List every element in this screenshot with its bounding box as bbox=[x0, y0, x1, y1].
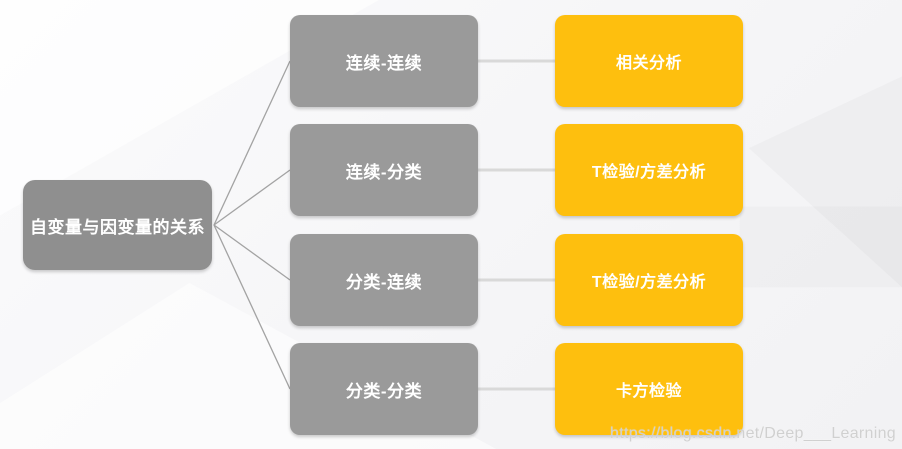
method-node-ttest-anova-1: T检验/方差分析 bbox=[555, 124, 743, 216]
diagonal-lines bbox=[213, 60, 291, 390]
root-node: 自变量与因变量的关系 bbox=[23, 180, 212, 270]
pair-node-continuous-categorical: 连续-分类 bbox=[290, 124, 478, 216]
method-node-correlation: 相关分析 bbox=[555, 15, 743, 107]
pair-node-label: 分类-连续 bbox=[345, 272, 423, 292]
method-node-ttest-anova-2: T检验/方差分析 bbox=[555, 234, 743, 326]
pair-node-label: 分类-分类 bbox=[345, 381, 423, 401]
pair-node-continuous-continuous: 连续-连续 bbox=[290, 15, 478, 107]
method-node-label: 相关分析 bbox=[615, 55, 682, 72]
pair-node-categorical-continuous: 分类-连续 bbox=[290, 234, 478, 326]
method-node-chisquare: 卡方检验 bbox=[555, 343, 743, 435]
method-node-label: 卡方检验 bbox=[615, 383, 682, 400]
root-node-label: 自变量与因变量的关系 bbox=[30, 217, 205, 237]
method-node-label: T检验/方差分析 bbox=[591, 164, 707, 181]
pair-node-categorical-categorical: 分类-分类 bbox=[290, 343, 478, 435]
pair-node-label: 连续-连续 bbox=[345, 53, 423, 73]
method-node-label: T检验/方差分析 bbox=[591, 274, 707, 291]
watermark-url: https://blog.csdn.net/Deep___Learning bbox=[610, 425, 896, 442]
horizontal-connectors bbox=[478, 59, 555, 391]
pair-node-label: 连续-分类 bbox=[345, 162, 423, 182]
